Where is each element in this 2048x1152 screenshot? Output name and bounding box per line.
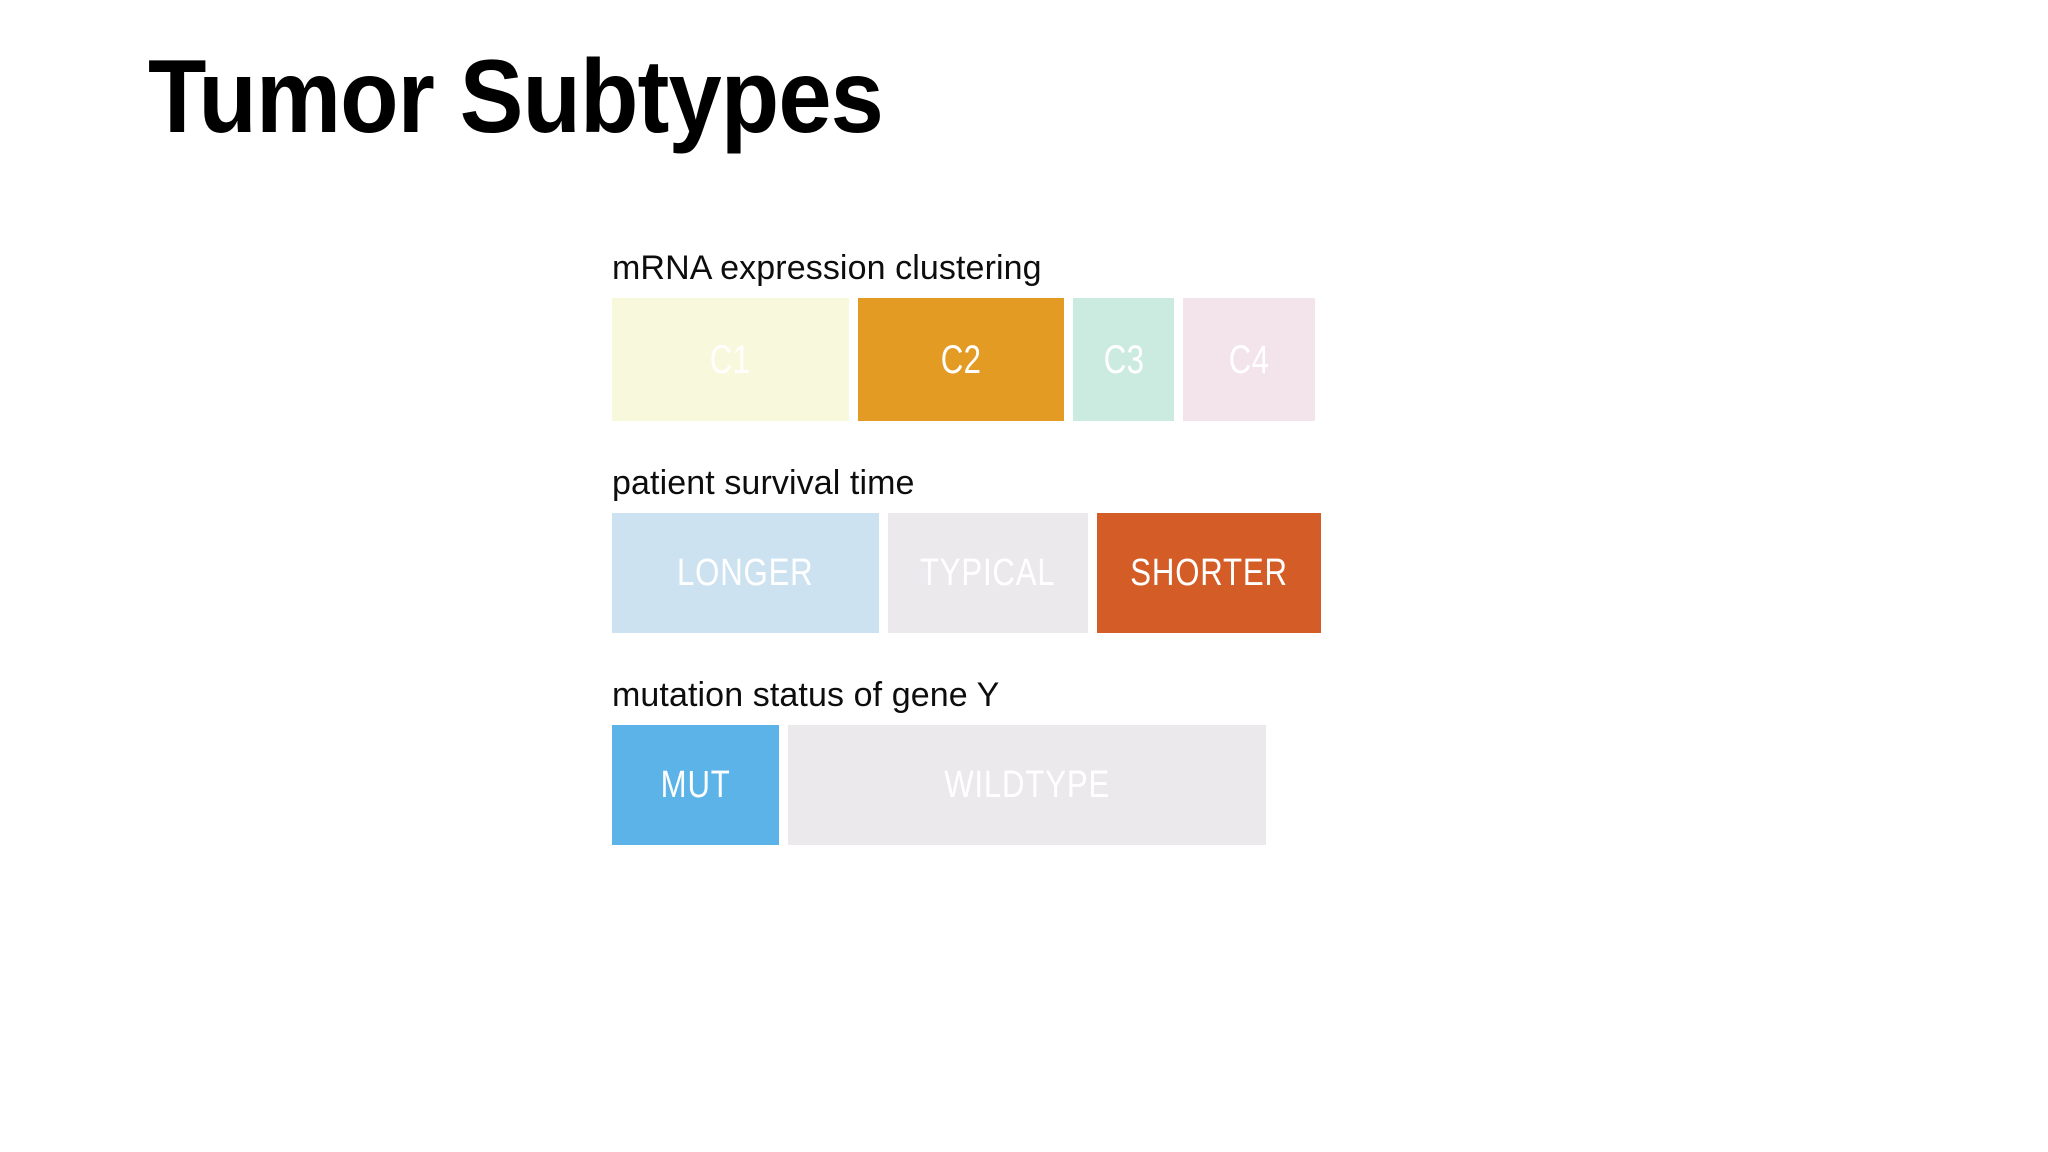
segment-typical-label: TYPICAL	[919, 552, 1056, 595]
segment-c3[interactable]: C3	[1072, 298, 1175, 422]
segment-c3-label: C3	[1103, 337, 1144, 382]
track-label-mutation-status-gene-y: mutation status of gene Y	[612, 676, 1000, 715]
track-mrna-expression-clustering: mRNA expression clustering C1 C2 C3 C4	[612, 248, 1472, 422]
segment-c1[interactable]: C1	[612, 298, 849, 422]
segment-mut[interactable]: MUT	[612, 725, 779, 846]
segment-wildtype-label: WILDTYPE	[943, 764, 1110, 807]
page-title: Tumor Subtypes	[148, 39, 884, 155]
segment-longer-label: LONGER	[677, 552, 814, 595]
track-patient-survival-time: patient survival time LONGER TYPICAL SHO…	[612, 463, 1472, 634]
segment-mut-label: MUT	[660, 764, 731, 807]
segment-shorter-label: SHORTER	[1129, 552, 1288, 595]
segment-c2-label: C2	[940, 337, 982, 382]
segment-row-mrna: C1 C2 C3 C4	[612, 298, 1472, 422]
segment-c1-label: C1	[709, 337, 751, 382]
track-label-patient-survival-time: patient survival time	[612, 464, 915, 503]
segment-c4[interactable]: C4	[1183, 298, 1315, 422]
segment-row-survival: LONGER TYPICAL SHORTER	[612, 513, 1472, 634]
segment-longer[interactable]: LONGER	[612, 513, 879, 634]
subtype-diagram: mRNA expression clustering C1 C2 C3 C4 p…	[612, 248, 1472, 846]
segment-wildtype[interactable]: WILDTYPE	[787, 725, 1266, 846]
segment-typical[interactable]: TYPICAL	[887, 513, 1088, 634]
track-mutation-status-gene-y: mutation status of gene Y MUT WILDTYPE	[612, 675, 1472, 846]
segment-row-mutation: MUT WILDTYPE	[612, 725, 1472, 846]
segment-shorter[interactable]: SHORTER	[1096, 513, 1321, 634]
segment-c2[interactable]: C2	[857, 298, 1064, 422]
segment-c4-label: C4	[1228, 337, 1270, 382]
track-label-mrna-expression-clustering: mRNA expression clustering	[612, 249, 1042, 287]
